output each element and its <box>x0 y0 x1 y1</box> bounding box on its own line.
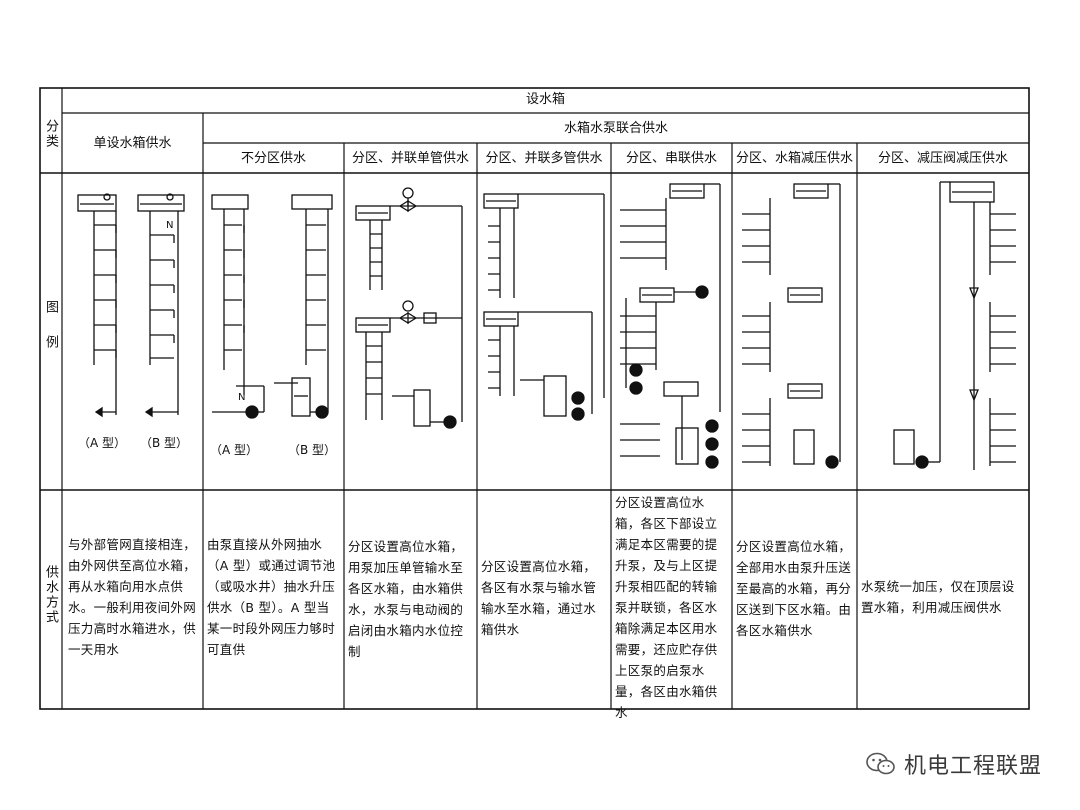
desc-series: 分区设置高位水箱，各区下部设立满足本区需要的提升泵，及与上区提升泵相匹配的转输泵… <box>615 495 718 720</box>
desc-no-zoning: 由泵直接从外网抽水（A 型）或通过调节池（或吸水井）抽水升压供水（B 型）。A … <box>207 537 336 657</box>
category-label: 分类 <box>43 119 58 149</box>
col-header-5: 分区、减压阀减压供水 <box>877 151 1008 166</box>
header-set-water-tank: 设水箱 <box>525 92 565 107</box>
type-label-b-2: （B 型） <box>288 443 337 457</box>
watermark-text: 机电工程联盟 <box>903 754 1042 779</box>
desc-prv-reduction: 水泵统一加压，仅在顶层设置水箱，利用减压阀供水 <box>861 579 1015 615</box>
type-label-a-2: （A 型） <box>210 443 259 457</box>
desc-tank-reduction: 分区设置高位水箱，全部用水由泵升压送至最高的水箱，再分区送到下区水箱。由各区水箱… <box>736 539 852 638</box>
watermark: 机电工程联盟 <box>866 748 1042 780</box>
svg-text:N: N <box>166 220 173 231</box>
desc-single-tank: 与外部管网直接相连，由外网供至高位水箱，再从水箱向用水点供水。一般利用夜间外网压… <box>68 537 197 657</box>
diagram-tank-reduction <box>742 183 841 469</box>
row-label-diagram: 图例 <box>43 300 58 370</box>
type-label-b: （B 型） <box>140 436 189 450</box>
diagram-nozone-a: N <box>211 194 265 419</box>
diagram-single-b: N <box>137 193 185 418</box>
desc-parallel-multi: 分区设置高位水箱，各区有水泵与输水管输水至水箱，通过水箱供水 <box>481 559 597 637</box>
desc-parallel-single: 分区设置高位水箱，用泵加压单管输水至各区水箱，由水箱供水，水泵与电动阀的启闭由水… <box>348 539 464 659</box>
diagram-single-a <box>77 193 117 418</box>
diagram-parallel-single <box>355 187 463 429</box>
col-header-3: 分区、串联供水 <box>625 151 717 166</box>
col-header-2: 分区、并联多管供水 <box>485 151 603 166</box>
diagram-nozone-b <box>274 194 333 419</box>
svg-text:N: N <box>238 392 245 403</box>
wechat-icon <box>866 752 895 775</box>
col-header-0: 不分区供水 <box>240 151 306 166</box>
diagram-prv-reduction <box>893 181 1016 470</box>
type-label-a: （A 型） <box>78 436 127 450</box>
row-label-method: 供水方式 <box>43 565 58 625</box>
col-header-4: 分区、水箱减压供水 <box>735 151 853 166</box>
diagram-series <box>620 183 721 469</box>
header-combined: 水箱水泵联合供水 <box>563 121 668 136</box>
diagram-parallel-multi <box>483 193 605 421</box>
col-header-1: 分区、并联单管供水 <box>351 151 469 166</box>
header-single-tank: 单设水箱供水 <box>93 136 172 151</box>
